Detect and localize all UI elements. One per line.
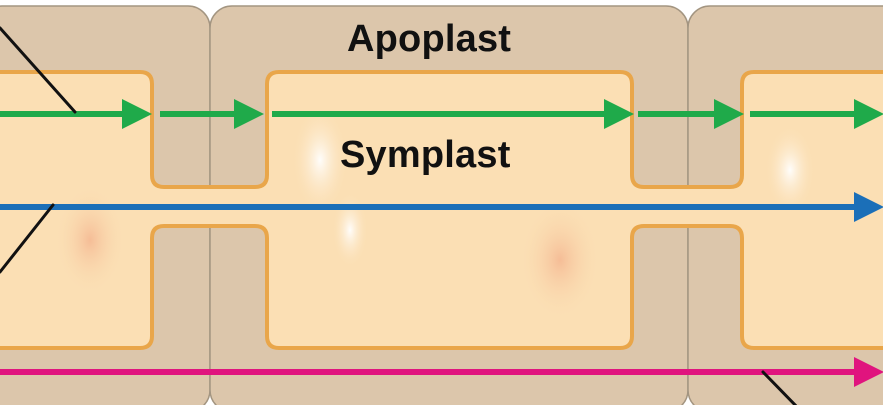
leader-line-apoplast xyxy=(0,26,77,114)
leader-line-transmembrane xyxy=(761,370,798,405)
cytoplasm-highlight xyxy=(765,125,815,215)
cytoplasm-highlight xyxy=(292,105,348,215)
cytoplasm-highlight xyxy=(520,200,600,320)
leader-line-symplast xyxy=(0,203,55,274)
apoplast-label: Apoplast xyxy=(347,18,512,60)
cytoplasm-highlight xyxy=(332,192,368,268)
leader-lines xyxy=(0,26,798,405)
cytoplasm-highlight xyxy=(55,185,125,295)
symplast-label: Symplast xyxy=(340,134,511,176)
